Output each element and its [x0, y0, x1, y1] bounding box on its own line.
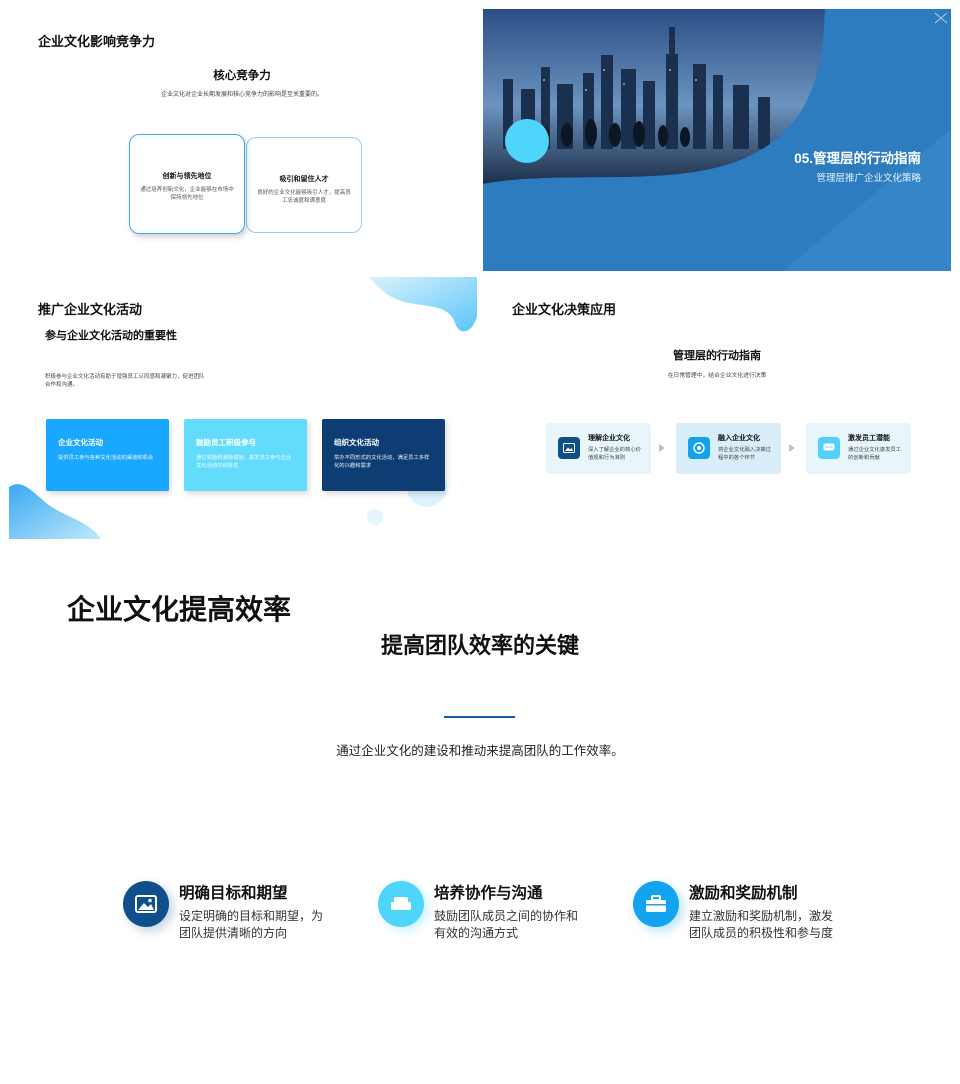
step-understand: 理解企业文化 深入了解企业的核心价值观和行为准则 [546, 423, 651, 474]
step-heading: 理解企业文化 [588, 435, 630, 442]
box-text: 通过奖励和激励措施，激发员工参与企业文化活动的积极性 [196, 455, 292, 470]
chat-icon [818, 437, 840, 459]
step-text: 深入了解企业的核心价值观和行为准则 [588, 447, 641, 461]
feature-text: 鼓励团队成员之间的协作和有效的沟通方式 [434, 909, 579, 941]
slide-description: 通过企业文化的建设和推动来提高团队的工作效率。 [336, 744, 624, 758]
feature-text: 设定明确的目标和期望，为团队提供清晰的方向 [179, 909, 324, 941]
feature-heading: 培养协作与沟通 [434, 885, 543, 902]
slide-description: 在日常管理中，结合企业文化进行决策 [667, 373, 767, 379]
briefcase-icon [633, 881, 679, 927]
step-text: 通过企业文化激发员工的创新和贡献 [848, 447, 901, 461]
slide-competitiveness[interactable]: 企业文化影响竞争力 核心竞争力 企业文化对企业长期发展和核心竞争力的影响是至关重… [9, 9, 475, 271]
slide-management-guide[interactable]: 05.管理层的行动指南 管理层推广企业文化策略 [483, 9, 951, 271]
slide-subtitle: 参与企业文化活动的重要性 [45, 330, 177, 342]
target-icon [688, 437, 710, 459]
box-heading: 企业文化活动 [58, 438, 103, 447]
box-text: 举办不同形式的文化活动，满足员工多样化的兴趣和需求 [334, 455, 430, 470]
arrow-icon [659, 444, 665, 452]
slide-description: 积极参与企业文化活动有助于增强员工认同感和凝聚力，促进团队合作和沟通。 [45, 374, 205, 389]
slide-title: 企业文化影响竞争力 [38, 34, 156, 49]
slide-culture-efficiency[interactable]: 企业文化提高效率 提高团队效率的关键 通过企业文化的建设和推动来提高团队的工作效… [0, 548, 960, 1084]
box-text: 提供员工参与各种文化活动的渠道和机会 [58, 455, 154, 461]
feature-heading: 激励和奖励机制 [689, 885, 798, 902]
slide-subtitle: 核心竞争力 [213, 70, 271, 82]
step-motivate: 激发员工潜能 通过企业文化激发员工的创新和贡献 [806, 423, 911, 474]
slide-culture-decision[interactable]: 企业文化决策应用 管理层的行动指南 在日常管理中，结合企业文化进行决策 理解企业… [483, 277, 951, 539]
slide-subtitle: 提高团队效率的关键 [380, 633, 579, 658]
image-icon [123, 881, 169, 927]
step-text: 将企业文化融入决策过程中的各个环节 [718, 447, 771, 461]
city-skyline-image [483, 9, 951, 271]
slide-title: 企业文化决策应用 [512, 302, 617, 317]
slide-title: 推广企业文化活动 [38, 302, 143, 317]
arrow-icon [789, 444, 795, 452]
box-heading: 组织文化活动 [334, 438, 379, 447]
card-text: 通过培养创新文化，企业能够在市场中保持领先地位 [140, 187, 234, 202]
image-icon [558, 437, 580, 459]
slide-title: 企业文化提高效率 [67, 594, 292, 625]
sofa-icon [378, 881, 424, 927]
box-encourage-participation: 鼓励员工积极参与 通过奖励和激励措施，激发员工参与企业文化活动的积极性 [184, 419, 307, 491]
feature-heading: 明确目标和期望 [179, 885, 288, 902]
feature-text: 建立激励和奖励机制，激发团队成员的积极性和参与度 [689, 909, 834, 941]
slide-title: 05.管理层的行动指南 [794, 151, 921, 166]
step-heading: 融入企业文化 [718, 435, 760, 442]
step-heading: 激发员工潜能 [848, 435, 890, 442]
slide-culture-activities[interactable]: 推广企业文化活动 参与企业文化活动的重要性 积极参与企业文化活动有助于增强员工认… [9, 277, 477, 539]
box-organize-activity: 组织文化活动 举办不同形式的文化活动，满足员工多样化的兴趣和需求 [322, 419, 445, 491]
slide-description: 企业文化对企业长期发展和核心竞争力的影响是至关重要的。 [160, 92, 323, 98]
card-heading: 创新与领先地位 [162, 173, 212, 180]
divider [444, 716, 515, 718]
card-heading: 吸引和留住人才 [279, 176, 329, 183]
slide-subtitle: 管理层推广企业文化策略 [816, 173, 921, 184]
box-heading: 鼓励员工积极参与 [196, 438, 256, 447]
card-text: 良好的企业文化能够吸引人才，提高员工忠诚度和满意度 [257, 190, 351, 205]
card-innovation: 创新与领先地位 通过培养创新文化，企业能够在市场中保持领先地位 [129, 134, 245, 234]
card-talent: 吸引和留住人才 良好的企业文化能够吸引人才，提高员工忠诚度和满意度 [246, 137, 362, 233]
slide-subtitle: 管理层的行动指南 [673, 350, 761, 362]
step-integrate: 融入企业文化 将企业文化融入决策过程中的各个环节 [676, 423, 781, 474]
box-culture-activity: 企业文化活动 提供员工参与各种文化活动的渠道和机会 [46, 419, 169, 491]
